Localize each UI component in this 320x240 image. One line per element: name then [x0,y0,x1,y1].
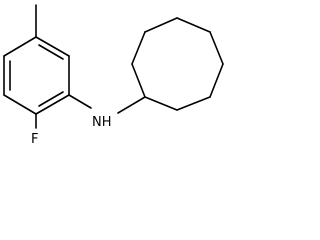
cyclooctane-bond-6 [209,63,224,98]
structure-svg: F NH [3,4,224,147]
cyclooctane-ring [131,17,224,111]
fluorine-label: F [31,132,38,147]
cyclooctane-bond-5 [209,31,224,65]
ring-bond-4 [3,94,37,115]
cyclooctane-bond-2 [131,31,146,65]
cyclooctane-bond-1 [131,63,146,98]
molecule-diagram: F NH [3,4,224,147]
ring-to-nh-bond [68,94,92,109]
cyclooctane-bond-8 [144,96,178,111]
ring-bond-3 [35,94,70,115]
ring-double-bond-1 [38,44,64,60]
nh-to-cyclooctyl-bond [117,96,146,114]
ring-bond-1 [35,36,70,57]
ring-bond-6 [3,36,37,57]
benzene-ring [3,36,70,115]
amine-label: NH [92,115,112,130]
cyclooctane-bond-4 [176,17,211,33]
cyclooctane-bond-3 [144,17,178,33]
cyclooctane-bond-7 [176,96,211,111]
ring-double-bond-2 [38,91,64,107]
